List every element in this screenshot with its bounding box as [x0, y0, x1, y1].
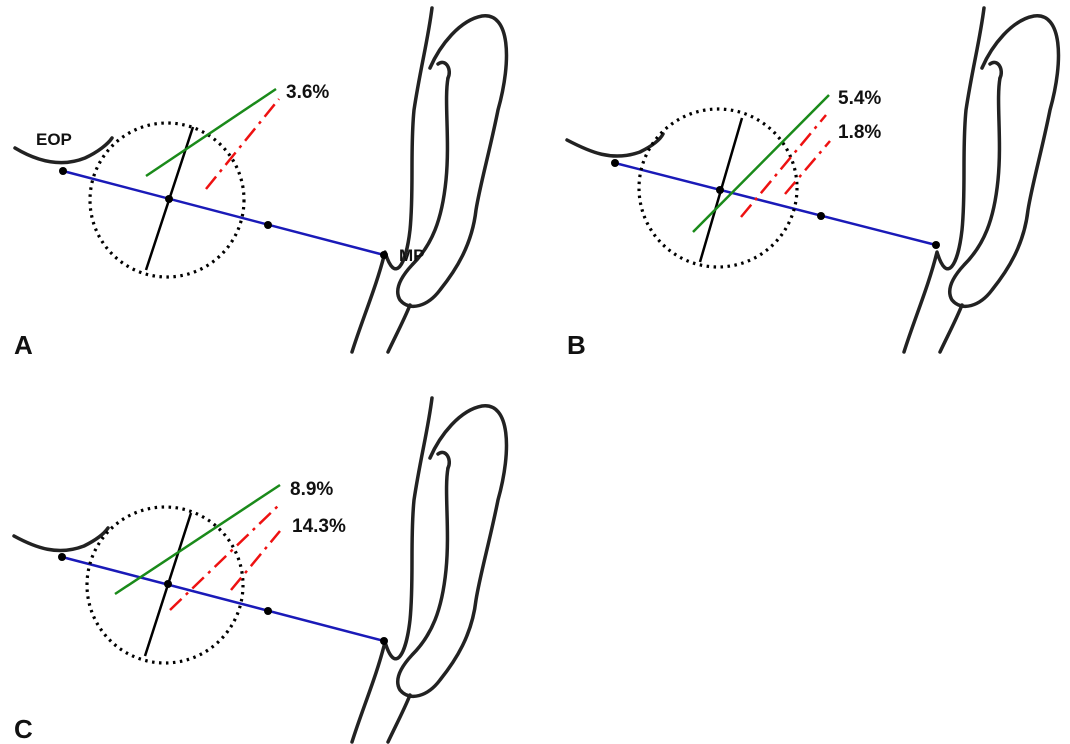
mid-point: [264, 607, 272, 615]
red-dash-dot-line: [740, 114, 827, 218]
red-value-label: 1.8%: [838, 122, 881, 143]
red-value-label: 14.3%: [292, 516, 346, 537]
dotted-circle: [85, 505, 245, 665]
ear-outline-icon: [902, 6, 1061, 354]
panel-letter: B: [567, 330, 586, 360]
reference-line: [614, 161, 937, 247]
green-line: [114, 483, 281, 596]
panel-letter: A: [14, 330, 33, 360]
mp-point: [932, 241, 940, 249]
reference-line: [61, 555, 385, 643]
eop-point: [611, 159, 619, 167]
eop-label: EOP: [36, 130, 72, 149]
center-point: [164, 580, 172, 588]
mp-point: [380, 637, 388, 645]
occiput-outline-icon: [13, 136, 114, 165]
red-dash-dot-line: [169, 502, 282, 611]
red-dash-dot-line: [230, 530, 281, 591]
mp-point: [380, 251, 388, 259]
center-point: [716, 186, 724, 194]
panel-b: 5.4% 1.8% B: [565, 6, 1061, 360]
center-point: [165, 195, 173, 203]
ear-outline-icon: [350, 6, 509, 354]
green-value-label: 5.4%: [838, 88, 881, 109]
green-value-label: 3.6%: [286, 82, 329, 103]
panel-a: EOP MP 3.6% A: [13, 6, 509, 360]
dotted-circle: [637, 107, 799, 269]
panel-c: 8.9% 14.3% C: [12, 396, 509, 744]
eop-point: [59, 167, 67, 175]
mid-point: [817, 212, 825, 220]
ear-outline-icon: [350, 396, 509, 744]
panel-letter: C: [14, 714, 33, 744]
dotted-circle: [88, 121, 246, 279]
eop-point: [58, 553, 66, 561]
green-line: [145, 87, 277, 178]
mid-point: [264, 221, 272, 229]
red-dash-dot-line: [784, 140, 831, 195]
green-value-label: 8.9%: [290, 479, 333, 500]
reference-line: [62, 169, 385, 257]
mp-label: MP: [399, 246, 425, 265]
red-dash-dot-line: [205, 98, 280, 190]
occiput-outline-icon: [565, 132, 665, 158]
green-line: [692, 94, 830, 233]
occiput-outline-icon: [12, 526, 110, 553]
